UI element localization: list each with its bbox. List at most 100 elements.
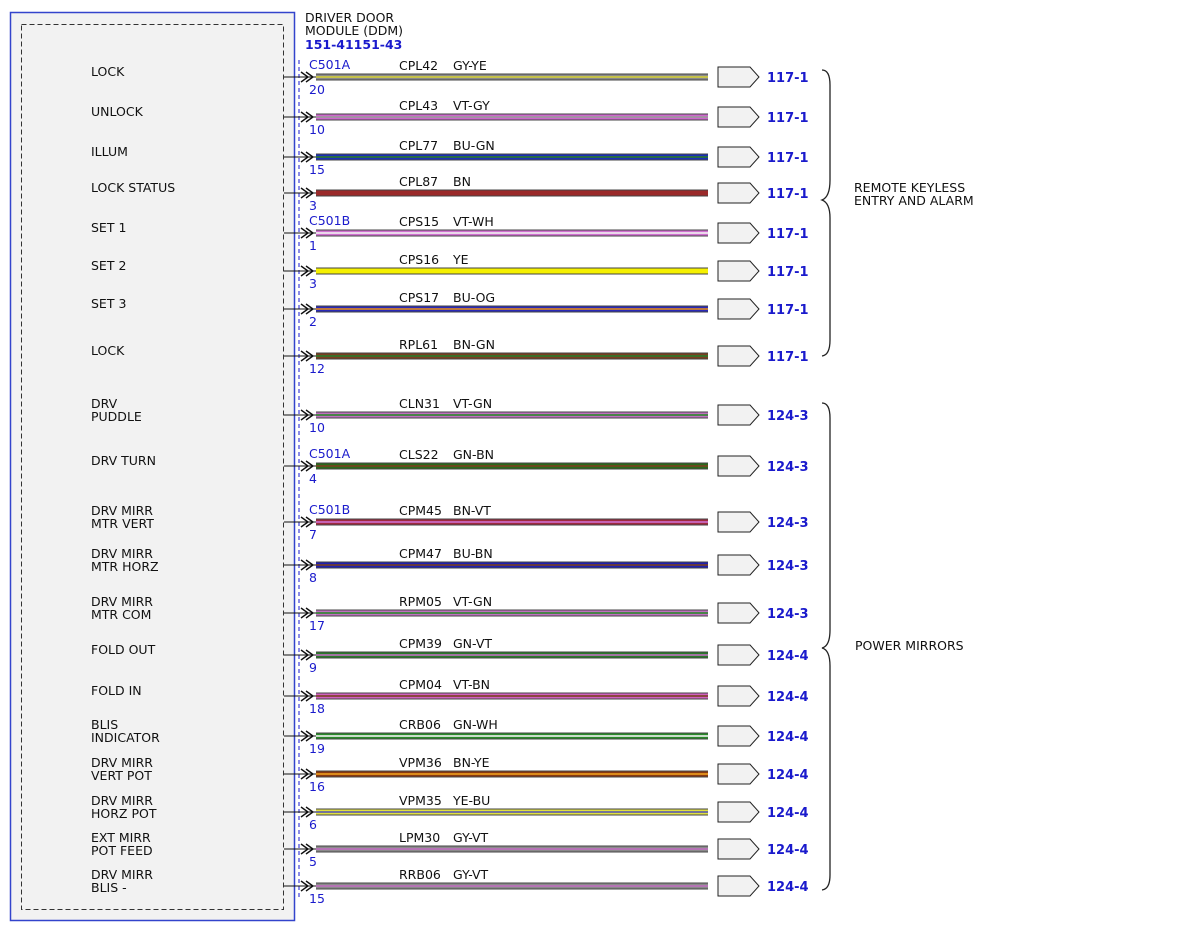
signal-label: DRV MIRR	[91, 793, 153, 808]
module-outer-box	[9, 11, 296, 922]
pin-terminal-icon	[300, 460, 315, 472]
page-reference-link[interactable]: 117-1	[767, 303, 809, 318]
wire-color-code: BU-OG	[453, 290, 495, 305]
wire-color-code: VT-GN	[453, 594, 492, 609]
wire-stripe-color	[316, 811, 708, 813]
circuit-id: RPM05	[399, 594, 442, 609]
off-page-connector-icon	[717, 511, 760, 533]
signal-label: SET 2	[91, 258, 126, 273]
pin-terminal-icon	[300, 649, 315, 661]
signal-label: DRV	[91, 396, 118, 411]
signal-label-line2: PUDDLE	[91, 409, 142, 424]
pin-terminal-icon	[300, 227, 315, 239]
pin-number: 17	[309, 618, 325, 633]
page-reference-link[interactable]: 124-4	[767, 806, 809, 821]
pin-terminal-icon	[300, 111, 315, 123]
signal-label: SET 3	[91, 296, 126, 311]
page-reference-link[interactable]: 117-1	[767, 71, 809, 86]
signal-label: EXT MIRR	[91, 830, 151, 845]
wire-color-code: YE-BU	[452, 793, 490, 808]
pin-terminal-icon	[300, 607, 315, 619]
circuit-id: CPM39	[399, 636, 442, 651]
page-reference-link[interactable]: 124-3	[767, 607, 809, 622]
pin-terminal-icon	[300, 768, 315, 780]
page-reference-link[interactable]: 124-4	[767, 880, 809, 895]
off-page-connector-icon	[717, 146, 760, 168]
wire-stripe-color	[316, 465, 708, 467]
wire-color-code: GY-VT	[453, 830, 489, 845]
signal-label: DRV MIRR	[91, 594, 153, 609]
signal-label: DRV MIRR	[91, 755, 153, 770]
pin-number: 7	[309, 527, 317, 542]
page-reference-link[interactable]: 117-1	[767, 151, 809, 166]
off-page-connector-icon	[717, 455, 760, 477]
wire-stripe-color	[316, 695, 708, 697]
pin-terminal-icon	[300, 880, 315, 892]
circuit-id: CPL43	[399, 98, 438, 113]
page-reference-link[interactable]: 124-4	[767, 690, 809, 705]
wire-color-code: VT-BN	[453, 677, 490, 692]
wire-stripe-color	[316, 308, 708, 310]
pin-terminal-icon	[300, 690, 315, 702]
pin-number: 4	[309, 471, 317, 486]
signal-label: DRV MIRR	[91, 503, 153, 518]
pin-number: 15	[309, 891, 325, 906]
page-reference-link[interactable]: 124-3	[767, 516, 809, 531]
pin-number: 16	[309, 779, 325, 794]
pin-number: 9	[309, 660, 317, 675]
pin-terminal-icon	[300, 843, 315, 855]
wire-stripe-color	[316, 521, 708, 523]
pin-number: 18	[309, 701, 325, 716]
page-reference-link[interactable]: 124-3	[767, 460, 809, 475]
page-reference-link[interactable]: 117-1	[767, 187, 809, 202]
off-page-connector-icon	[717, 260, 760, 282]
circuit-id: CPS15	[399, 214, 439, 229]
page-reference-link[interactable]: 117-1	[767, 265, 809, 280]
circuit-id: CPS16	[399, 252, 439, 267]
circuit-id: RRB06	[399, 867, 441, 882]
circuit-id: CPM47	[399, 546, 442, 561]
page-reference-link[interactable]: 124-4	[767, 730, 809, 745]
signal-label-line2: MTR HORZ	[91, 559, 159, 574]
off-page-connector-icon	[717, 602, 760, 624]
pin-terminal-icon	[300, 806, 315, 818]
wire-stripe-color	[316, 156, 708, 158]
circuit-id: CRB06	[399, 717, 441, 732]
page-reference-link[interactable]: 117-1	[767, 111, 809, 126]
module-title-line1: DRIVER DOOR	[305, 10, 394, 25]
off-page-connector-icon	[717, 875, 760, 897]
wire-stripe-color	[316, 773, 708, 775]
wire-color-code: BN-VT	[453, 503, 491, 518]
page-reference-link[interactable]: 124-4	[767, 843, 809, 858]
pin-number: 20	[309, 82, 325, 97]
pin-terminal-icon	[300, 265, 315, 277]
connector-id: C501A	[309, 57, 351, 72]
wire-color-code: GN-WH	[453, 717, 498, 732]
off-page-connector-icon	[717, 106, 760, 128]
pin-number: 19	[309, 741, 325, 756]
page-reference-link[interactable]: 124-3	[767, 409, 809, 424]
page-reference-link[interactable]: 124-3	[767, 559, 809, 574]
off-page-connector-icon	[717, 554, 760, 576]
pin-terminal-icon	[300, 409, 315, 421]
circuit-id: CPM04	[399, 677, 442, 692]
page-reference-link[interactable]: 124-4	[767, 768, 809, 783]
page-reference-link[interactable]: 117-1	[767, 227, 809, 242]
pin-number: 10	[309, 420, 325, 435]
off-page-connector-icon	[717, 345, 760, 367]
page-reference-link[interactable]: 124-4	[767, 649, 809, 664]
wire-stripe-color	[316, 76, 708, 78]
wire-stripe-color	[316, 355, 708, 357]
wire-color-code: GN-VT	[453, 636, 492, 651]
wire-stripe-color	[316, 654, 708, 656]
page-reference-link[interactable]: 117-1	[767, 350, 809, 365]
off-page-connector-icon	[717, 685, 760, 707]
